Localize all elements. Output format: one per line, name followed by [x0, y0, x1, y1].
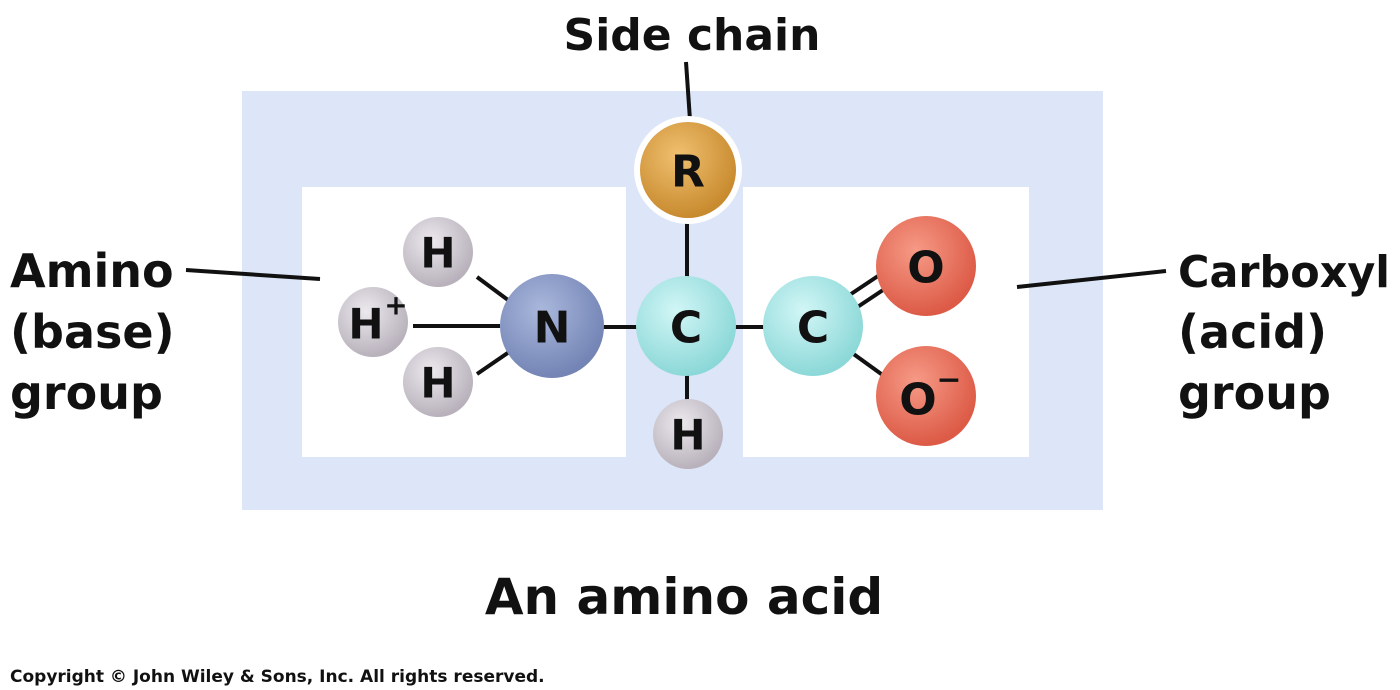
amino-label-line-1: Amino: [10, 244, 174, 298]
atom-c-alpha-symbol: C: [670, 303, 702, 354]
atom-o-double-symbol: O: [907, 243, 944, 294]
carboxyl-label-line-1: Carboxyl: [1178, 247, 1390, 298]
atom-h-top: [403, 217, 473, 287]
amino-label-line-3: group: [10, 366, 163, 420]
atom-h-top-symbol: H: [420, 229, 455, 278]
side-chain-label: Side chain: [564, 10, 821, 61]
bond-h-bottom-n: [475, 348, 514, 376]
atom-o-minus-symbol: O: [899, 375, 936, 426]
atom-r: [640, 122, 736, 218]
atom-n: [500, 274, 604, 378]
atom-h-plus: [338, 287, 408, 357]
bond-h-top-n: [475, 275, 514, 305]
carboxyl-label-line-3: group: [1178, 366, 1331, 420]
carboxyl-leader: [1016, 269, 1167, 289]
atom-h-plus-charge: +: [384, 289, 407, 322]
amino-label-line-2: (base): [10, 305, 175, 359]
atom-h-plus-symbol: H: [348, 300, 383, 349]
atom-h-bottom-symbol: H: [420, 359, 455, 408]
atom-c-carboxyl-symbol: C: [797, 303, 829, 354]
amino-leader: [185, 268, 321, 281]
atom-n-symbol: N: [534, 303, 571, 354]
atom-o-minus-charge: −: [936, 363, 961, 398]
atom-o-double: [876, 216, 976, 316]
copyright-notice: Copyright © John Wiley & Sons, Inc. All …: [10, 667, 545, 687]
atom-c-carboxyl: [763, 276, 863, 376]
atom-h-alpha-symbol: H: [670, 411, 705, 460]
side-chain-leader: [684, 61, 692, 121]
atom-h-alpha: [653, 399, 723, 469]
atom-h-bottom: [403, 347, 473, 417]
atom-r-symbol: R: [671, 147, 705, 198]
diagram-title: An amino acid: [485, 568, 883, 626]
atom-c-alpha: [636, 276, 736, 376]
atom-o-minus: [876, 346, 976, 446]
carboxyl-label-line-2: (acid): [1178, 305, 1327, 359]
